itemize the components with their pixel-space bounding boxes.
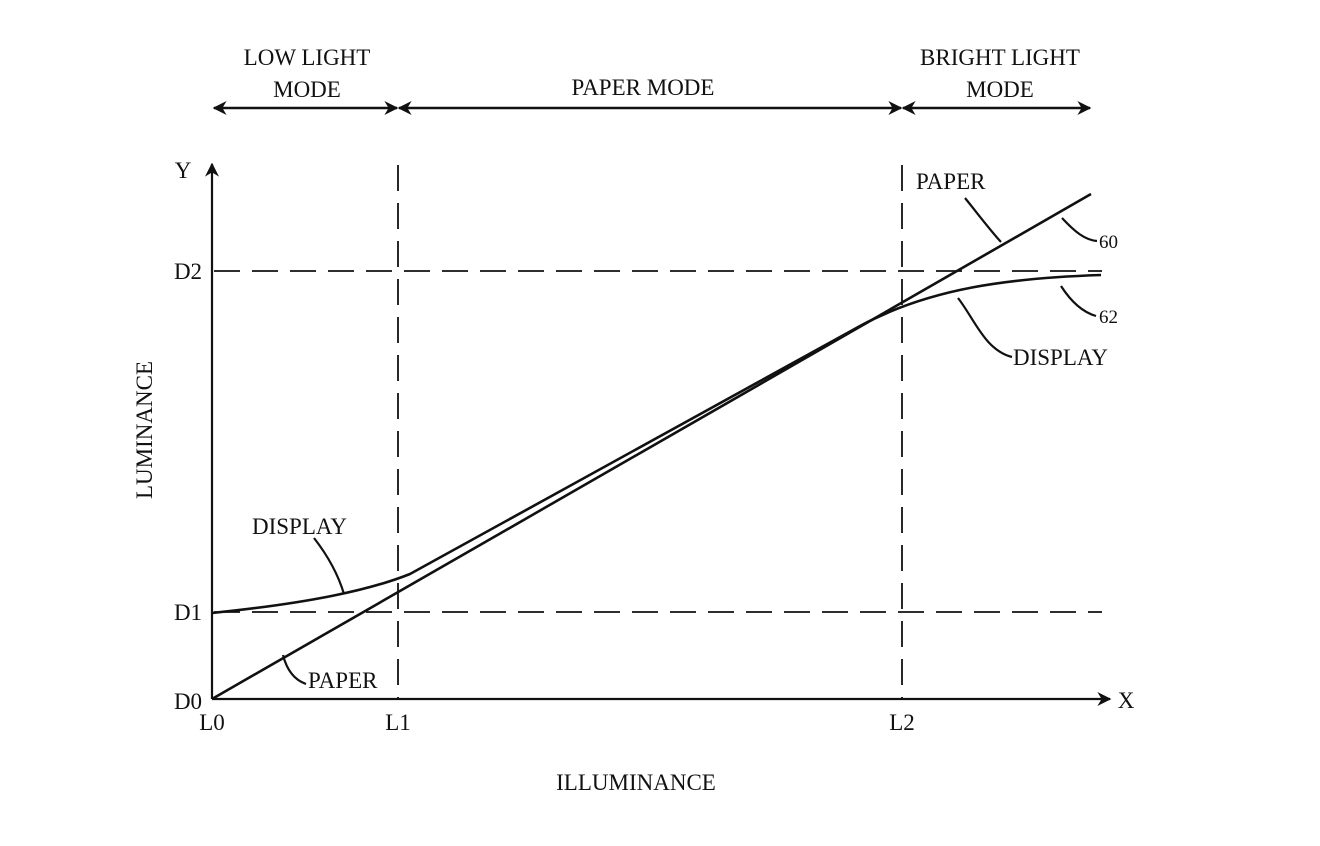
x-tick-l2: L2 [889,710,915,735]
y-axis-title: LUMINANCE [132,361,157,499]
x-tick-l1: L1 [385,710,411,735]
x-axis-title: ILLUMINANCE [556,770,716,795]
display-low-leader [313,537,346,595]
x-tick-l0: L0 [199,710,225,735]
y-axis-symbol: Y [175,158,192,183]
display-curve-62 [211,273,1102,615]
ref-numeral-62: 62 [1099,307,1118,328]
low-light-mode-label-line2: MODE [273,77,341,102]
ref-62-leader [1060,285,1097,318]
paper-mode-label: PAPER MODE [572,75,715,100]
bright-light-mode-label-line2: MODE [966,77,1034,102]
bright-light-mode-label-line1: BRIGHT LIGHT [920,45,1080,70]
y-tick-d2: D2 [174,259,202,284]
paper-low-label: PAPER [308,668,378,693]
ref-60-leader [1061,217,1098,243]
paper-curve-60 [211,192,1092,701]
display-high-leader [957,297,1013,359]
display-low-label: DISPLAY [252,514,347,539]
paper-high-label: PAPER [916,169,986,194]
y-tick-d0: D0 [174,689,202,714]
y-tick-d1: D1 [174,600,202,625]
ref-numeral-60: 60 [1099,232,1118,253]
paper-low-leader [281,654,307,686]
paper-high-leader [964,197,1002,243]
x-axis-symbol: X [1118,688,1135,713]
display-high-label: DISPLAY [1013,345,1108,370]
low-light-mode-label-line1: LOW LIGHT [244,45,371,70]
